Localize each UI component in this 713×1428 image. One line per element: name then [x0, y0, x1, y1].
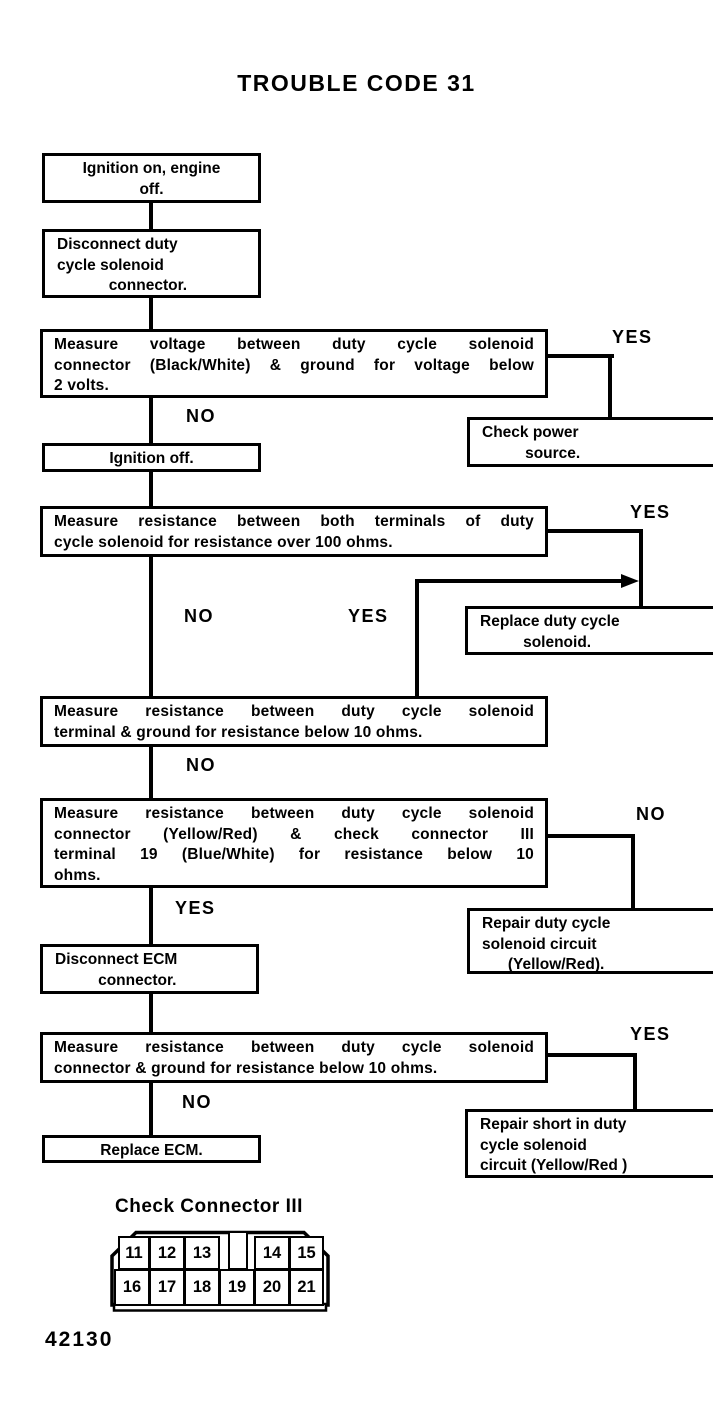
step-disconnect-ecm-box: Disconnect ECM connector.	[40, 944, 259, 994]
yes-line-replace-v	[639, 529, 643, 608]
no-line-repair-h	[545, 834, 635, 838]
step-ignition-on-box: Ignition on, engine off.	[42, 153, 261, 203]
branch-label-no: NO	[182, 1092, 212, 1112]
step-text-line: connector (Black/White) & ground for vol…	[54, 356, 534, 374]
connector-pin-19: 19	[219, 1269, 255, 1306]
step-text-line: Measure voltage between duty cycle solen…	[54, 336, 534, 353]
arrow-right-icon	[621, 574, 639, 588]
branch-label-yes: YES	[630, 502, 671, 522]
step-ignition-off-box: Ignition off.	[42, 443, 261, 472]
step-repair-short-circuit-box: Repair short in duty cycle solenoid circ…	[465, 1109, 713, 1178]
connector-pin-16: 16	[114, 1269, 150, 1306]
connector-pin-13: 13	[184, 1236, 220, 1270]
step-text-line: 2 volts.	[54, 377, 110, 394]
yes-line-short-v	[633, 1053, 637, 1112]
step-disconnect-solenoid-box: Disconnect duty cycle solenoid connector…	[42, 229, 261, 298]
connector-pin-17: 17	[149, 1269, 185, 1306]
branch-label-no: NO	[186, 755, 216, 775]
step-replace-duty-cycle-solenoid-box: Replace duty cycle solenoid.	[465, 606, 713, 655]
yes-line-merge-h	[415, 579, 622, 583]
yes-line-power-h	[545, 354, 614, 358]
step-check-power-source-box: Check power source.	[467, 417, 713, 467]
step-measure-resistance-terminals-box: Measure resistance between both terminal…	[40, 506, 548, 557]
step-measure-resistance-check-connector-box: Measure resistance between duty cycle so…	[40, 798, 548, 888]
step-text-line: connector (Yellow/Red) & check connector…	[54, 825, 534, 843]
connector-caption: Check Connector III	[115, 1196, 303, 1217]
branch-label-yes: YES	[630, 1024, 671, 1044]
yes-line-short-h	[545, 1053, 637, 1057]
step-measure-resistance-connector-ground-box: Measure resistance between duty cycle so…	[40, 1032, 548, 1083]
branch-label-yes: YES	[612, 327, 653, 347]
main-flow-line	[149, 200, 153, 1138]
yes-line-merge-v	[415, 579, 419, 698]
step-text-line: ohms.	[54, 866, 101, 884]
connector-key-slot	[228, 1231, 248, 1270]
step-text-line: terminal 19 (Blue/White) for resistance …	[54, 846, 534, 863]
connector-pin-12: 12	[149, 1236, 185, 1270]
connector-pin-21: 21	[289, 1269, 324, 1306]
page-title: TROUBLE CODE 31	[237, 70, 476, 96]
step-text-line: Measure resistance between duty cycle so…	[54, 1039, 534, 1056]
step-text-line: connector & ground for resistance below …	[54, 1059, 438, 1077]
step-text-line: cycle solenoid for resistance over 100 o…	[54, 533, 393, 551]
step-text-line: Measure resistance between duty cycle so…	[54, 805, 534, 822]
step-repair-duty-cycle-circuit-box: Repair duty cycle solenoid circuit (Yell…	[467, 908, 713, 974]
figure-number: 42130	[45, 1328, 114, 1351]
branch-label-no: NO	[184, 606, 214, 626]
connector-pin-20: 20	[254, 1269, 290, 1306]
yes-line-power-v	[608, 354, 612, 419]
step-text-line: Measure resistance between duty cycle so…	[54, 703, 534, 720]
yes-line-replace-h	[545, 529, 643, 533]
branch-label-no: NO	[186, 406, 216, 426]
step-measure-resistance-ground-box: Measure resistance between duty cycle so…	[40, 696, 548, 747]
branch-label-no: NO	[636, 804, 666, 824]
no-line-repair-v	[631, 834, 635, 911]
step-text-line: terminal & ground for resistance below 1…	[54, 723, 423, 741]
branch-label-yes: YES	[348, 606, 389, 626]
step-measure-voltage-box: Measure voltage between duty cycle solen…	[40, 329, 548, 398]
branch-label-yes: YES	[175, 898, 216, 918]
connector-pin-15: 15	[289, 1236, 324, 1270]
connector-pin-11: 11	[118, 1236, 150, 1270]
step-text-line: Measure resistance between both terminal…	[54, 513, 534, 530]
connector-pin-14: 14	[254, 1236, 290, 1270]
step-replace-ecm-box: Replace ECM.	[42, 1135, 261, 1163]
check-connector-diagram: 11 12 13 14 15 16 17 18 19 20 21	[108, 1228, 334, 1316]
connector-pin-18: 18	[184, 1269, 220, 1306]
